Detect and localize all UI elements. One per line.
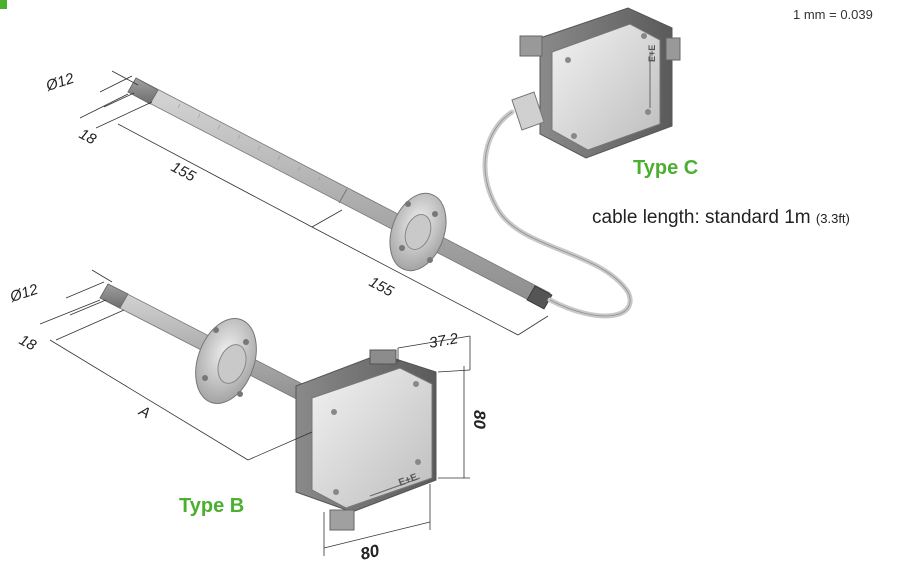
- type-b-label: Type B: [179, 495, 245, 517]
- type-c-flange: [389, 192, 447, 272]
- type-b-housing-front: [311, 367, 433, 509]
- type-b-sensor-tip: [99, 283, 129, 309]
- dim-b-housing-height: 80: [470, 410, 489, 429]
- type-b-probe: [99, 283, 321, 408]
- cable-length-imperial: (3.3ft): [815, 211, 850, 226]
- type-c-label: Type C: [633, 157, 699, 179]
- type-c-probe: [127, 77, 633, 319]
- type-b-flange: [195, 318, 257, 404]
- dim-b-probe-length: A: [135, 402, 153, 422]
- unit-conversion-note: 1 mm = 0.039: [793, 7, 873, 22]
- dim-c-probe-part2: 155: [366, 274, 397, 301]
- type-c-rod-end: [526, 285, 553, 310]
- type-c-dimension-lines: [79, 70, 549, 336]
- dim-c-tip: 18: [76, 126, 99, 149]
- type-c-housing: [511, 7, 681, 159]
- cable-length-text: cable length: standard 1m: [592, 207, 811, 228]
- type-c-sensor-tip: [127, 77, 159, 105]
- type-b-dimension-lines: [39, 269, 471, 556]
- dim-c-diameter: Ø12: [43, 70, 77, 95]
- type-c-housing-front: [551, 23, 661, 151]
- type-c-rod: [127, 77, 551, 308]
- type-c-brand-mark: E+E: [647, 45, 657, 62]
- dim-b-tip: 18: [16, 332, 39, 355]
- type-b-housing: [295, 349, 437, 531]
- cropped-label-mark: [0, 0, 7, 9]
- type-c-rod-scale: [177, 103, 506, 279]
- dim-c-probe-part1: 155: [168, 159, 199, 186]
- dim-b-housing-depth: 37.2: [428, 330, 460, 352]
- dim-b-housing-width: 80: [358, 541, 381, 564]
- dim-b-diameter: Ø12: [7, 281, 41, 306]
- cable-length-note: cable length: standard 1m (3.3ft): [592, 207, 850, 229]
